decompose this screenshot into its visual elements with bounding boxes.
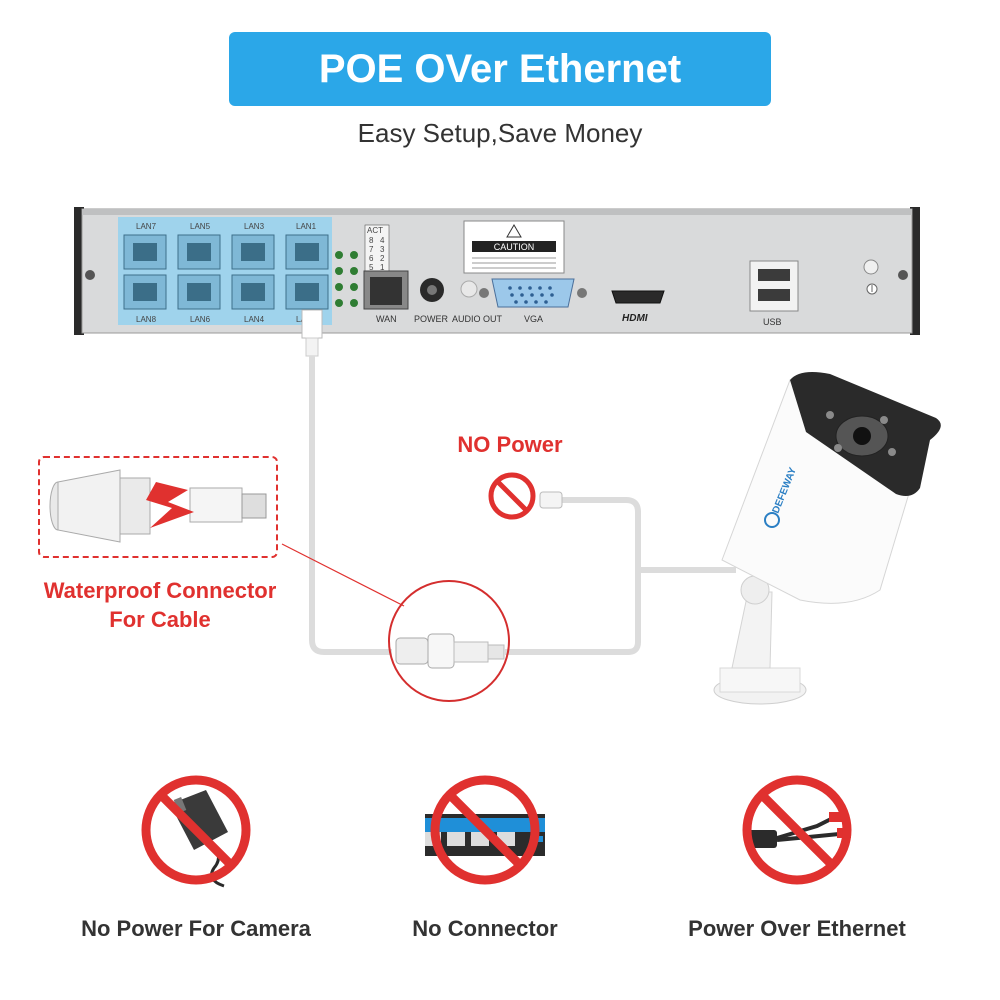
power-adapter-banned-icon — [141, 775, 251, 888]
lan-label: LAN1 — [296, 222, 317, 231]
callout-line — [281, 543, 405, 607]
svg-text:3: 3 — [380, 245, 385, 254]
lan-socket — [241, 283, 265, 301]
lan-socket — [133, 243, 157, 261]
audio-out-label: AUDIO OUT — [452, 314, 503, 324]
svg-text:ACT: ACT — [367, 226, 383, 235]
lan-label: LAN7 — [136, 222, 157, 231]
svg-text:5: 5 — [369, 263, 374, 272]
connector-closeup-icon — [49, 469, 267, 543]
connector-zoom-circle — [388, 580, 510, 702]
no-power-adapter-item: No Power For Camera — [46, 770, 346, 970]
ethernet-cable — [504, 497, 641, 655]
poe-splitter-banned-icon — [742, 775, 852, 885]
power-label: POWER — [414, 314, 449, 324]
bottom-label: No Power For Camera — [81, 916, 311, 941]
bullet-camera-icon: DEFEWAY — [713, 372, 941, 705]
lan-socket — [133, 283, 157, 301]
screw-icon — [85, 270, 95, 280]
connector-caption: Waterproof Connector For Cable — [20, 576, 300, 634]
subtitle: Easy Setup,Save Money — [357, 118, 643, 148]
screw-icon — [863, 259, 879, 275]
lan-label: LAN4 — [244, 315, 265, 324]
lan-label: LAN6 — [190, 315, 211, 324]
title-banner: POE OVer Ethernet — [229, 32, 771, 106]
svg-text:2: 2 — [380, 254, 385, 263]
switch-banned-icon — [425, 775, 545, 885]
status-led-grid — [335, 251, 358, 307]
lan-socket — [187, 243, 211, 261]
svg-text:8: 8 — [369, 236, 374, 245]
hdmi-label: HDMI — [622, 313, 648, 324]
lan-socket — [187, 283, 211, 301]
connector-caption-line1: Waterproof Connector — [43, 578, 277, 603]
lan-ports — [123, 234, 329, 310]
vga-label: VGA — [524, 314, 543, 324]
connector-caption-line2: For Cable — [109, 607, 211, 632]
screw-icon — [898, 270, 908, 280]
svg-text:1: 1 — [380, 263, 385, 272]
lan-socket — [241, 243, 265, 261]
usb-label: USB — [763, 317, 782, 327]
svg-text:4: 4 — [380, 236, 385, 245]
no-power-label: NO Power — [457, 432, 563, 457]
svg-text:CAUTION: CAUTION — [494, 242, 535, 252]
lan-socket — [295, 283, 319, 301]
lan-label: LAN5 — [190, 222, 211, 231]
svg-text:6: 6 — [369, 254, 374, 263]
lan-label: LAN8 — [136, 315, 157, 324]
rj45-plug-icon — [301, 309, 323, 339]
wan-label: WAN — [376, 314, 397, 324]
hdmi-port — [611, 290, 665, 304]
lan-socket — [295, 243, 319, 261]
connector-callout-box — [38, 456, 278, 558]
nvr-back-panel: LAN7 LAN5 LAN3 LAN1 LAN8 LAN6 LAN4 LAN2 … — [74, 207, 920, 335]
bottom-label: No Connector — [412, 916, 558, 941]
no-power-sign-icon — [488, 472, 536, 520]
dc-plug-icon — [539, 491, 563, 509]
page-title: POE OVer Ethernet — [318, 46, 682, 91]
ethernet-cable — [309, 356, 392, 655]
lan-label: LAN3 — [244, 222, 265, 231]
vga-port — [491, 278, 575, 308]
nvr-device: LAN7 LAN5 LAN3 LAN1 LAN8 LAN6 LAN4 LAN2 … — [74, 205, 920, 337]
audio-out-jack-icon — [460, 280, 478, 298]
no-connector-item: No Connector — [335, 770, 635, 970]
bottom-label: Power Over Ethernet — [688, 916, 906, 941]
svg-text:7: 7 — [369, 245, 374, 254]
caution-sticker: CAUTION — [463, 220, 565, 274]
poe-splitter-item: Power Over Ethernet — [647, 770, 947, 970]
